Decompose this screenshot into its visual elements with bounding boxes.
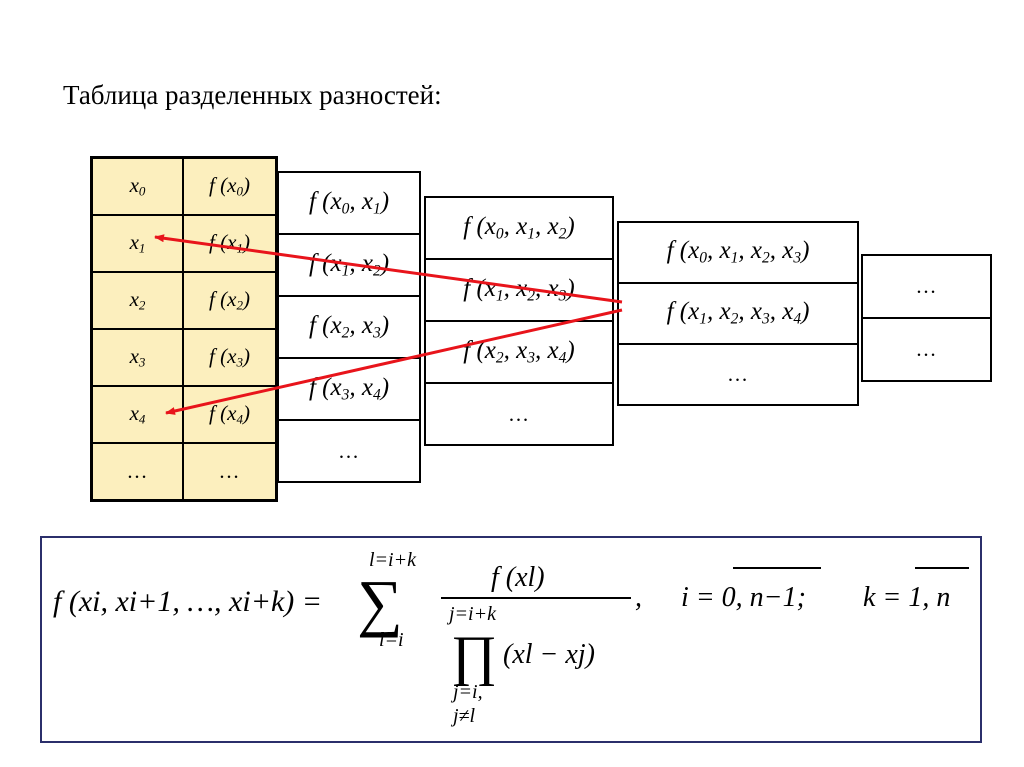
sum-symbol: ∑ [357, 567, 403, 638]
table-row: f (x2, x3) [277, 295, 421, 359]
table-row: … [617, 343, 859, 406]
table-row: …… [90, 442, 278, 502]
first-order-differences-table: f (x0, x1)f (x1, x2)f (x2, x3)f (x3, x4)… [277, 171, 421, 483]
table-row: f (x2, x3, x4) [424, 320, 614, 384]
divided-difference-cell: f (x0, x1, x2) [424, 196, 614, 260]
higher-order-differences-table: …… [861, 254, 992, 382]
table-row: f (x1, x2, x3, x4) [617, 282, 859, 345]
slide-title: Таблица разделенных разностей: [63, 80, 442, 110]
divided-difference-cell: f (x2, x3, x4) [424, 320, 614, 384]
divided-difference-cell: … [617, 343, 859, 406]
comma: , [635, 582, 642, 613]
divided-difference-cell: f (x2, x3) [277, 295, 421, 359]
table-row: … [424, 382, 614, 446]
x-node-cell: x3 [90, 328, 184, 387]
table-row: f (x0, x1, x2, x3) [617, 221, 859, 284]
table-row: … [861, 317, 992, 382]
formula-box [40, 536, 982, 743]
divided-difference-cell: f (x1, x2) [277, 233, 421, 297]
x-node-cell: x4 [90, 385, 184, 444]
f-value-cell: f (x0) [182, 156, 278, 216]
table-row: f (x1, x2) [277, 233, 421, 297]
divided-difference-cell: f (x3, x4) [277, 357, 421, 421]
second-order-differences-table: f (x0, x1, x2)f (x1, x2, x3)f (x2, x3, x… [424, 196, 614, 446]
f-value-cell: f (x4) [182, 385, 278, 444]
x-node-cell: … [90, 442, 184, 502]
x-node-cell: x2 [90, 271, 184, 330]
divided-difference-formula: f (xi, xi+1, …, xi+k) = l=i+k ∑ l=i f (x… [53, 549, 969, 727]
divided-difference-cell: f (x0, x1, x2, x3) [617, 221, 859, 284]
product-term: (xl − xj) [503, 639, 595, 670]
divided-difference-cell: … [277, 419, 421, 483]
divided-difference-cell: f (x0, x1) [277, 171, 421, 235]
divided-difference-cell: f (x1, x2, x3, x4) [617, 282, 859, 345]
product-lower-limit-2: j≠l [450, 705, 476, 727]
divided-difference-cell: f (x1, x2, x3) [424, 258, 614, 322]
sum-upper-limit: l=i+k [369, 549, 417, 571]
divided-difference-cell: … [861, 254, 992, 319]
x-node-cell: x1 [90, 214, 184, 273]
product-symbol: ∏ [451, 625, 497, 687]
f-value-cell: f (x2) [182, 271, 278, 330]
x-node-cell: x0 [90, 156, 184, 216]
f-value-cell: f (x1) [182, 214, 278, 273]
table-row: … [861, 254, 992, 319]
f-value-cell: f (x3) [182, 328, 278, 387]
divided-difference-cell: … [861, 317, 992, 382]
f-value-cell: … [182, 442, 278, 502]
formula-lhs: f (xi, xi+1, …, xi+k) = [53, 585, 322, 618]
table-row: … [277, 419, 421, 483]
numerator: f (xl) [491, 562, 545, 593]
divided-difference-cell: … [424, 382, 614, 446]
table-row: f (x0, x1, x2) [424, 196, 614, 260]
sum-lower-limit: l=i [379, 629, 404, 651]
table-row: f (x3, x4) [277, 357, 421, 421]
third-order-differences-table: f (x0, x1, x2, x3)f (x1, x2, x3, x4)… [617, 221, 859, 406]
table-row: f (x1, x2, x3) [424, 258, 614, 322]
product-lower-limit-1: j=i, [450, 681, 483, 703]
table-row: f (x0, x1) [277, 171, 421, 235]
index-range-i: i = 0, n−1; [681, 582, 806, 613]
index-range-k: k = 1, n [863, 582, 950, 613]
product-upper-limit: j=i+k [446, 603, 497, 625]
